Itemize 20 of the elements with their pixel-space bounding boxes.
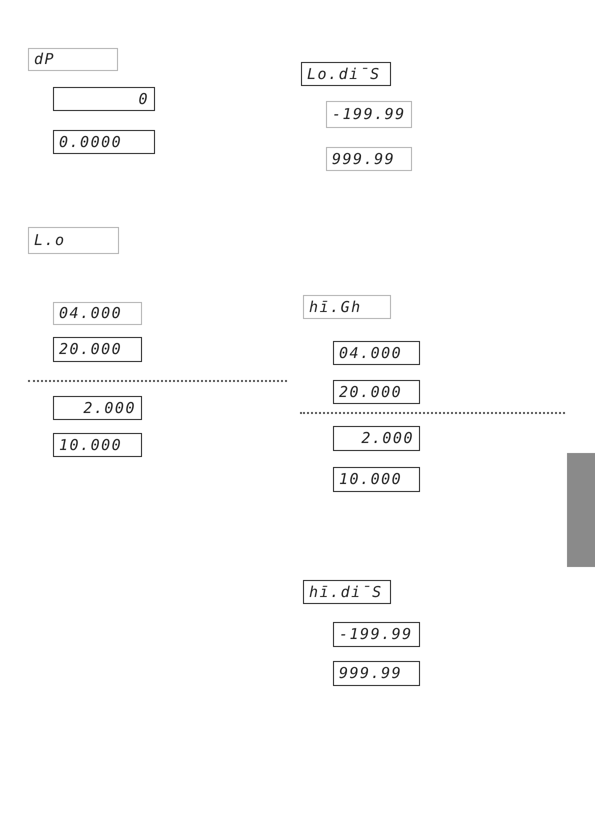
lcd-display: -199.99: [326, 101, 412, 128]
lcd-display: 999.99: [326, 147, 412, 171]
lcd-display: 10.000: [333, 467, 420, 492]
lcd-display: 2.000: [53, 396, 142, 420]
side-tab: [567, 453, 595, 567]
lcd-display: 04.000: [333, 341, 420, 365]
lcd-display: -199.99: [333, 622, 420, 647]
lcd-display: 0.0000: [53, 130, 155, 154]
lcd-display: 0: [53, 87, 155, 111]
lcd-display: 999.99: [333, 661, 420, 686]
lcd-display: Lo.di¯S: [301, 62, 391, 86]
lcd-display: hī.Gh: [303, 295, 391, 319]
lcd-display: L.o: [28, 227, 119, 254]
lcd-display: 20.000: [333, 380, 420, 404]
lcd-display: 2.000: [333, 426, 420, 451]
lcd-display: 10.000: [53, 433, 142, 457]
lcd-display: 04.000: [53, 302, 142, 325]
lcd-display: dP: [28, 48, 118, 71]
lcd-display: 20.000: [53, 337, 142, 362]
lcd-display: hī.di¯S: [303, 580, 391, 604]
